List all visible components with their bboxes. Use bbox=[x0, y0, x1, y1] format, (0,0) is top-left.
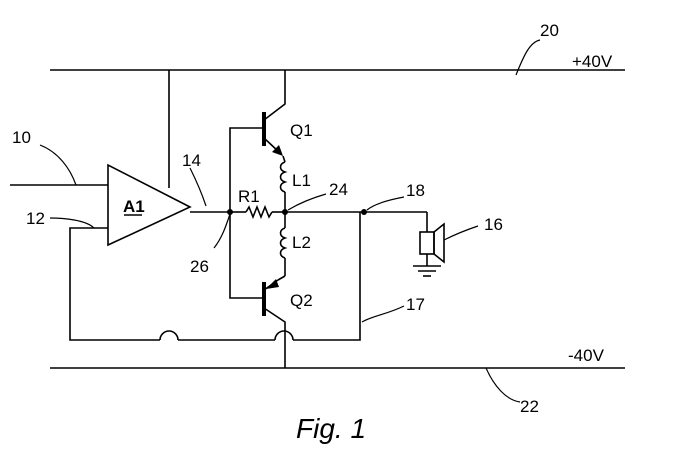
q1-collector bbox=[263, 70, 286, 121]
feedback-wire-right bbox=[293, 212, 361, 341]
feedback-wire bbox=[69, 227, 160, 341]
label-l2: L2 bbox=[292, 233, 311, 252]
label-q2: Q2 bbox=[290, 291, 313, 310]
leader-20 bbox=[515, 39, 541, 76]
crossover-hop-2 bbox=[274, 330, 294, 341]
label-rail-neg-voltage: -40V bbox=[568, 346, 605, 365]
label-feedback-ref: 12 bbox=[26, 209, 45, 228]
junction-node-18 bbox=[361, 209, 367, 215]
label-r1: R1 bbox=[238, 187, 260, 206]
leader-12 bbox=[49, 217, 95, 229]
label-node-26: 26 bbox=[190, 257, 209, 276]
label-amp-output-ref: 14 bbox=[182, 151, 201, 170]
label-output-node: 18 bbox=[406, 181, 425, 200]
leader-24 bbox=[287, 193, 327, 211]
q2-collector bbox=[263, 307, 286, 368]
q1-emitter-arrow bbox=[272, 145, 283, 156]
q2-base-wire bbox=[229, 212, 262, 299]
leader-17 bbox=[361, 305, 405, 323]
label-node-24: 24 bbox=[329, 180, 348, 199]
label-ground-ref: 17 bbox=[406, 295, 425, 314]
amplifier-a1 bbox=[107, 163, 192, 247]
label-input-ref: 10 bbox=[12, 128, 31, 147]
label-q1: Q1 bbox=[290, 121, 313, 140]
label-speaker-ref: 16 bbox=[484, 215, 503, 234]
speaker-cone bbox=[433, 222, 445, 264]
leader-10 bbox=[39, 144, 77, 186]
label-rail-pos-ref: 20 bbox=[540, 21, 559, 40]
leader-26 bbox=[213, 213, 231, 249]
leader-22 bbox=[485, 367, 521, 403]
q2-emitter-lead bbox=[277, 275, 286, 281]
speaker-body bbox=[419, 231, 435, 255]
leader-16 bbox=[443, 225, 479, 241]
inductor-l1 bbox=[279, 161, 288, 193]
label-rail-neg-ref: 22 bbox=[520, 397, 539, 416]
q2-emitter-arrow bbox=[266, 279, 279, 289]
leader-14 bbox=[189, 167, 207, 207]
q1-emitter-lead bbox=[282, 155, 286, 163]
label-amplifier: A1 bbox=[123, 197, 145, 216]
crossover-hop-1 bbox=[159, 330, 179, 341]
leader-18 bbox=[366, 196, 405, 211]
label-rail-pos-voltage: +40V bbox=[572, 52, 613, 71]
label-l1: L1 bbox=[292, 171, 311, 190]
figure-caption: Fig. 1 bbox=[296, 413, 366, 444]
q1-base-wire bbox=[229, 127, 262, 212]
inductor-l2 bbox=[279, 227, 288, 259]
resistor-r1 bbox=[245, 204, 273, 220]
